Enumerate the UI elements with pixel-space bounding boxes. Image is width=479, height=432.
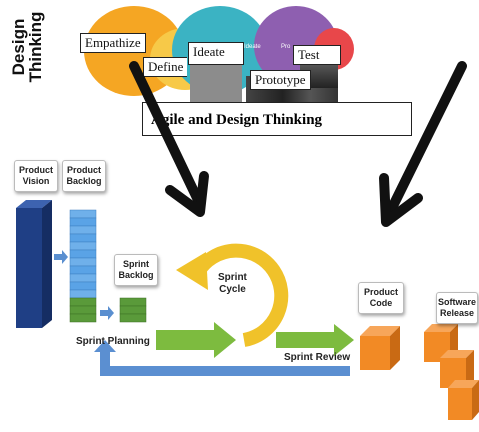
sprint-planning-label: Sprint Planning: [76, 336, 150, 347]
ideate-bubble-text: Ideate: [244, 44, 261, 50]
return-blue-arrow: [94, 340, 350, 376]
empathize-label: Empathize: [80, 33, 146, 53]
backlog-to-sprint-arrow: [100, 306, 114, 320]
product-vision-card: Product Vision: [14, 160, 58, 192]
title-banner-text: Agile and Design Thinking: [151, 112, 323, 128]
vision-to-backlog-arrow: [54, 250, 68, 264]
product-backlog-stack: [69, 209, 97, 323]
title-banner: Agile and Design Thinking: [142, 102, 412, 136]
right-black-arrow: [379, 61, 467, 227]
ideate-image-block: [190, 60, 242, 102]
test-label: Test: [293, 45, 341, 65]
product-backlog-card: Product Backlog: [62, 160, 106, 192]
software-release-cubes: [424, 324, 479, 420]
product-code-cube: [360, 326, 400, 370]
review-green-arrow: [276, 324, 354, 356]
software-release-card: Software Release: [436, 292, 478, 324]
planning-green-arrow: [156, 322, 236, 358]
sprint-backlog-stack: [119, 297, 147, 323]
product-code-card: Product Code: [358, 282, 404, 314]
left-black-arrow: [129, 61, 209, 217]
sprint-review-label: Sprint Review: [284, 352, 351, 363]
define-label: Define: [143, 57, 188, 77]
ideate-label: Ideate: [188, 42, 244, 65]
sprint-cycle-label: Sprint Cycle: [218, 272, 247, 295]
prototype-bubble-text: Pro: [281, 44, 291, 50]
sprint-cycle-arrow: [176, 243, 289, 347]
product-vision-bar: [16, 200, 52, 328]
sprint-backlog-card: Sprint Backlog: [114, 254, 158, 286]
prototype-label: Prototype: [250, 70, 311, 90]
